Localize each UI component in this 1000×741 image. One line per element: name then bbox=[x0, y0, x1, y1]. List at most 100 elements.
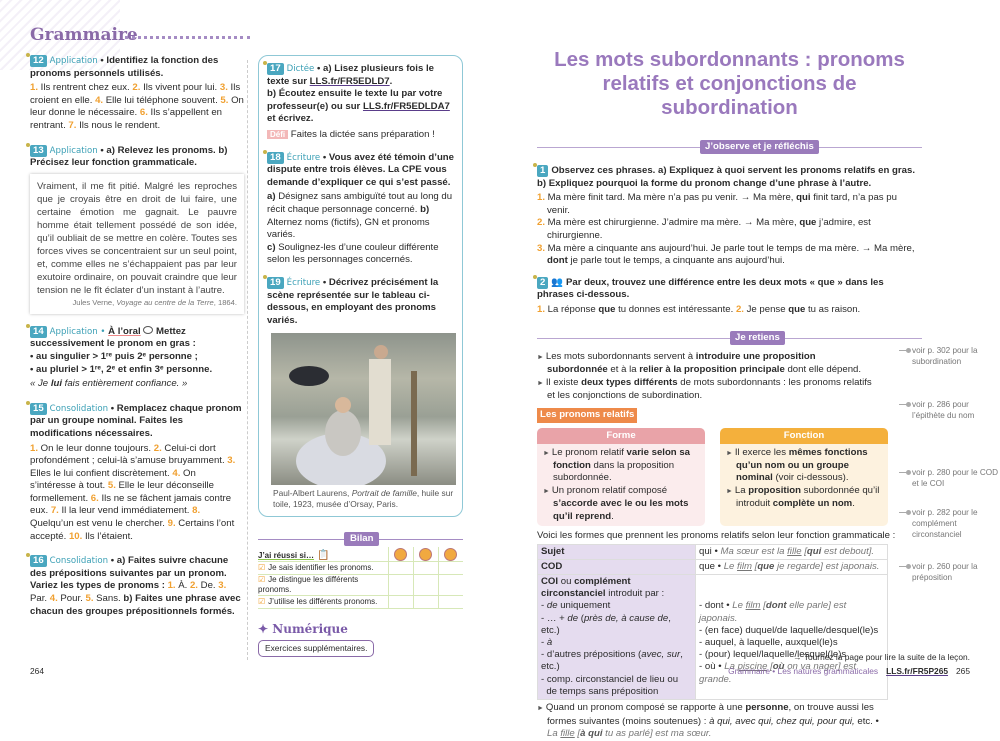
text-segment: 2. bbox=[132, 82, 144, 94]
observe-section-label: J’observe et je réfléchis bbox=[700, 140, 819, 154]
text-segment: Il exerce les bbox=[734, 446, 789, 458]
text-segment: 1. bbox=[30, 442, 41, 454]
exercise-instruction: • Décrivez précisément la scène représen… bbox=[267, 276, 439, 326]
card-bullet: Un pronom relatif composé s’accorde avec… bbox=[543, 485, 699, 523]
sparkle-icon: ✦ bbox=[258, 622, 269, 637]
text-segment: piscine bbox=[737, 661, 768, 673]
rating-cell[interactable] bbox=[412, 595, 438, 610]
text-segment: 6. bbox=[90, 492, 102, 504]
extra-exercises-button[interactable]: Exercices supplémentaires. bbox=[258, 640, 375, 658]
text-segment: Ils ne se fâchent jamais contre eux. bbox=[30, 492, 232, 517]
text-segment: complément circonstanciel bbox=[541, 575, 634, 600]
text-segment: 7. bbox=[50, 505, 62, 517]
exercise-body: c) Soulignez-les d’une couleur différent… bbox=[267, 242, 456, 267]
text-segment: [ bbox=[751, 560, 758, 572]
card-heading: Fonction bbox=[720, 427, 888, 444]
exercise-body: 1. La réponse que tu donnes est intéress… bbox=[537, 304, 922, 317]
happy-face-icon bbox=[444, 547, 458, 561]
text-segment: [ bbox=[760, 600, 766, 612]
text-segment: . bbox=[389, 75, 393, 87]
card-bullet: La proposition subordonnée qu’il introdu… bbox=[726, 485, 882, 511]
function-cell: COD bbox=[537, 558, 696, 575]
rating-cell[interactable] bbox=[437, 561, 463, 576]
cross-reference-note[interactable]: voir p. 286 pour l’épithète du nom bbox=[899, 400, 998, 422]
text-segment: varie selon sa fonction bbox=[553, 446, 690, 471]
painting-caption: Paul-Albert Laurens, Portrait de famille… bbox=[273, 488, 456, 510]
function-cell: COI ou complément circonstanciel introdu… bbox=[537, 573, 696, 700]
self-assessment-table: J’ai réussi si…📋 ☑Je sais identifier les… bbox=[258, 547, 463, 610]
text-segment: à qui, avec qui, chez qui, pour qui, bbox=[709, 715, 855, 727]
text-segment: 5. bbox=[107, 480, 119, 492]
text-segment: Ils l’étaient. bbox=[84, 530, 133, 542]
table-row: ☑Je distingue les différents pronoms. bbox=[258, 574, 463, 597]
text-segment: deux types différents bbox=[581, 376, 678, 388]
exercise-number-badge: 2 bbox=[532, 274, 549, 289]
text-segment: 2. bbox=[735, 303, 747, 315]
text-segment: 1. bbox=[167, 580, 179, 592]
page-number-right: 265 bbox=[956, 666, 970, 676]
clipboard-check-icon: 📋 bbox=[317, 550, 330, 562]
exercise-number-badge: 1 bbox=[532, 163, 549, 177]
criterion-label: Je sais identifier les pronoms. bbox=[268, 563, 374, 573]
text-segment: 3. bbox=[227, 455, 236, 467]
rating-cell[interactable] bbox=[412, 574, 438, 597]
text-segment: Ils nous le rendent. bbox=[79, 119, 161, 131]
defi-text: Faites la dictée sans préparation ! bbox=[290, 128, 435, 140]
exercise-instruction: • Identifiez la fonction des pronoms per… bbox=[30, 55, 219, 79]
rating-cell[interactable] bbox=[387, 595, 413, 610]
exercise-instruction: Mettez successivement le pronom en gras … bbox=[30, 326, 196, 350]
text-segment: 8. bbox=[192, 505, 201, 517]
text-segment: 2. bbox=[537, 217, 548, 229]
text-segment: b) Écoutez ensuite le texte lu par votre… bbox=[267, 88, 443, 112]
footer-link[interactable]: LLS.fr/FR5P265 bbox=[886, 666, 949, 676]
link[interactable]: LLS.fr/FR5EDLD7 bbox=[309, 75, 390, 87]
text-segment: subordonnée qu’il introduit bbox=[736, 484, 880, 510]
text-segment: Pour. bbox=[60, 593, 86, 605]
text-segment: Elle le leur déconseille formellement. bbox=[30, 480, 214, 504]
text-segment: La bbox=[724, 661, 738, 673]
text-segment: s’accorde avec le ou les mots qu’il repr… bbox=[553, 498, 689, 522]
cross-reference-note[interactable]: voir p. 260 pour la préposition bbox=[899, 562, 998, 584]
rating-cell[interactable] bbox=[387, 574, 413, 597]
cross-reference-note[interactable]: voir p. 280 pour le COD et le COI bbox=[899, 468, 998, 490]
relatifs-label: Les pronoms relatifs bbox=[537, 407, 638, 423]
text-segment: tu donnes est intéressante. bbox=[615, 303, 736, 315]
exercise-number-badge: 18 bbox=[263, 149, 284, 164]
text-segment: 4. bbox=[172, 467, 184, 479]
rating-cell[interactable] bbox=[387, 561, 413, 576]
text-segment: que bbox=[788, 303, 806, 315]
text-segment: Quelqu’un est venu le chercher. bbox=[30, 518, 168, 530]
text-segment: de bbox=[567, 612, 579, 624]
link[interactable]: LLS.fr/FR5EDLDA7 bbox=[362, 100, 450, 112]
text-segment: film bbox=[737, 560, 752, 572]
retiens-bullets: Les mots subordonnants servent à introdu… bbox=[537, 351, 872, 403]
cross-reference-note[interactable]: voir p. 282 pour le complément circonsta… bbox=[899, 508, 998, 540]
text-segment: proposition bbox=[748, 484, 801, 496]
text-segment: que • bbox=[699, 560, 724, 572]
separator-dot: • bbox=[100, 326, 106, 337]
rating-cell[interactable] bbox=[437, 574, 463, 597]
table-row: ☑J’utilise les différents pronoms. bbox=[258, 595, 463, 610]
text-segment: est debout]. bbox=[821, 545, 875, 557]
text-segment: 3. bbox=[218, 580, 227, 592]
exercise-number-badge: 16 bbox=[26, 553, 47, 568]
bilan-label: Bilan bbox=[344, 532, 380, 547]
cross-reference-note[interactable]: voir p. 302 pour la subordination bbox=[899, 346, 998, 368]
text-segment: 1. bbox=[30, 82, 41, 94]
text-segment: . bbox=[852, 498, 855, 510]
turn-page-note: → Tournez la page pour lire la suite de … bbox=[793, 652, 970, 662]
text-segment: Portrait de famille bbox=[351, 488, 417, 499]
bilan-header: Bilan bbox=[258, 531, 463, 547]
relatifs-cards: Forme Le pronom relatif varie selon sa f… bbox=[537, 427, 888, 526]
text-segment: Jules Verne, bbox=[72, 297, 117, 307]
rating-cell[interactable] bbox=[437, 595, 463, 610]
text-segment: et écrivez. bbox=[267, 113, 314, 125]
rating-cell[interactable] bbox=[412, 561, 438, 576]
text-segment: - d’autres prépositions ( bbox=[541, 649, 642, 661]
text-segment: 5. bbox=[220, 94, 232, 106]
example-item: 1. Ma mère finit tard. Ma mère n’a pas p… bbox=[537, 192, 922, 217]
